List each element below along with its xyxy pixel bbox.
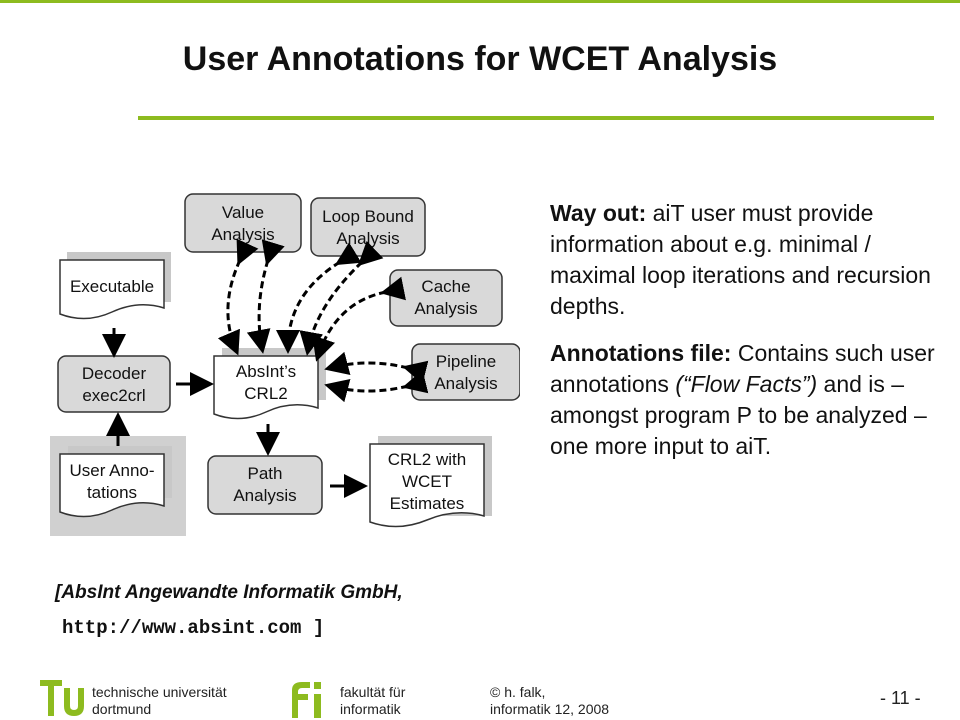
- tu-dortmund-logo: [40, 680, 84, 716]
- dashed-arrow-loop: [276, 242, 362, 354]
- flow-facts-term: (“Flow Facts”): [675, 371, 818, 397]
- crl2-line2: WCET: [402, 472, 452, 491]
- footer-tu-line1: technische universität: [92, 684, 227, 700]
- pipeline-line2: Analysis: [434, 374, 497, 393]
- decoder-box: Decoder exec2crl: [57, 355, 171, 413]
- path-line1: Path: [248, 464, 283, 483]
- decoder-line2: exec2crl: [82, 386, 145, 405]
- footer-tu-text: technische universität dortmund: [92, 684, 227, 718]
- annotations-file-paragraph: Annotations file: Contains such user ann…: [550, 338, 940, 462]
- path-line2: Analysis: [233, 486, 296, 505]
- loop-bound-line1: Loop Bound: [322, 207, 414, 226]
- annotations-file-body-1: Contains such user annotations: [550, 340, 935, 397]
- annotations-file-label: Annotations file:: [550, 340, 732, 366]
- absint-line1: AbsInt’s: [236, 362, 296, 381]
- cache-analysis-box: Cache Analysis: [389, 269, 503, 327]
- footer-fi-line1: fakultät für: [340, 684, 406, 700]
- slide-title: User Annotations for WCET Analysis: [182, 40, 778, 78]
- dashed-arrow-cache: [312, 276, 407, 362]
- user-annotations-document: User Anno- tations: [59, 446, 172, 518]
- way-out-label: Way out:: [550, 200, 647, 226]
- citation-url: http://www.absint.com ]: [62, 617, 325, 639]
- crl2-line1: CRL2 with: [388, 450, 466, 469]
- decoder-line1: Decoder: [82, 364, 147, 383]
- pipeline-analysis-box: Pipeline Analysis: [411, 343, 520, 401]
- crl2-wcet-document: CRL2 with WCET Estimates: [369, 436, 492, 528]
- absint-crl2-document: AbsInt’s CRL2: [213, 348, 326, 420]
- dashed-arrow-value: [217, 238, 259, 356]
- footer-tu-line2: dortmund: [92, 701, 152, 717]
- cache-line1: Cache: [421, 277, 470, 296]
- footer-author-text: © h. falk, informatik 12, 2008: [490, 684, 609, 718]
- dashed-arrow-pipeline-2: [324, 369, 429, 403]
- fakultaet-informatik-logo: [292, 682, 321, 718]
- user-anno-line2: tations: [87, 483, 137, 502]
- user-anno-line1: User Anno-: [69, 461, 154, 480]
- crl2-line3: Estimates: [390, 494, 465, 513]
- explanation-text: Way out: aiT user must provide informati…: [550, 198, 940, 478]
- absint-line2: CRL2: [244, 384, 287, 403]
- loop-bound-line2: Analysis: [336, 229, 399, 248]
- value-analysis-box: Value Analysis: [184, 193, 302, 253]
- value-analysis-line1: Value: [222, 203, 264, 222]
- footer-fi-text: fakultät für informatik: [340, 684, 405, 718]
- top-accent-rule: [0, 0, 960, 3]
- executable-label: Executable: [70, 277, 154, 296]
- value-analysis-line2: Analysis: [211, 225, 274, 244]
- footer-author-line1: © h. falk,: [490, 684, 546, 700]
- dashed-arrow-value-2: [246, 239, 285, 354]
- wcet-flow-diagram: Value Analysis Loop Bound Analysis Execu…: [50, 193, 520, 536]
- executable-document: Executable: [59, 252, 171, 320]
- way-out-body: aiT user must provide information about …: [550, 200, 931, 319]
- footer-author-line2: informatik 12, 2008: [490, 701, 610, 717]
- cache-line2: Analysis: [414, 299, 477, 318]
- loop-bound-analysis-box: Loop Bound Analysis: [310, 197, 426, 257]
- dashed-arrow-pipeline: [324, 351, 429, 385]
- pipeline-line1: Pipeline: [436, 352, 497, 371]
- path-analysis-box: Path Analysis: [207, 455, 323, 515]
- way-out-paragraph: Way out: aiT user must provide informati…: [550, 198, 940, 322]
- annotations-file-body-2: and is – amongst program P to be analyze…: [550, 371, 927, 459]
- footer-fi-line2: informatik: [340, 701, 401, 717]
- page-number: - 11 -: [880, 688, 921, 708]
- citation-source: [AbsInt Angewandte Informatik GmbH,: [55, 582, 403, 603]
- title-underline: [138, 116, 934, 120]
